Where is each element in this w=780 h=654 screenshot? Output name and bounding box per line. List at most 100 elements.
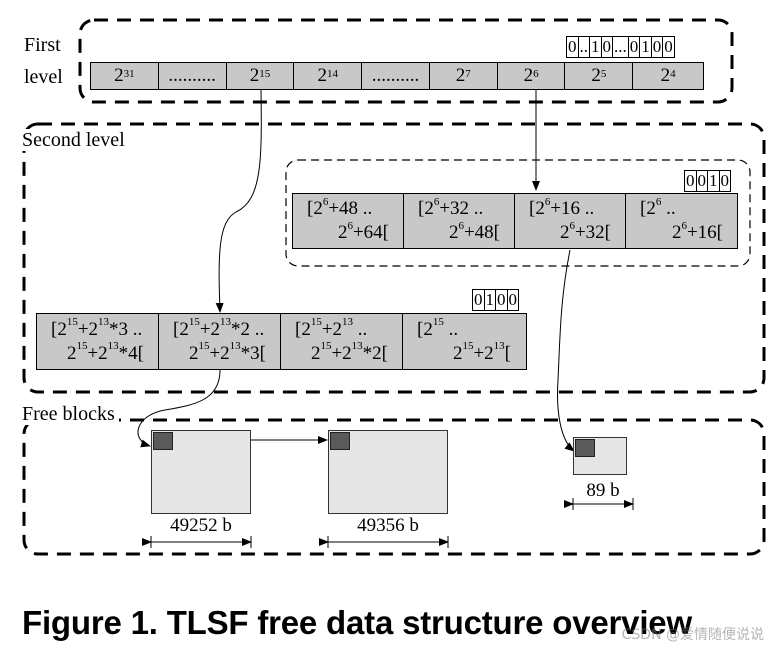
watermark: CSDN @爱情随便说说	[621, 627, 764, 643]
cell-base: 2	[114, 65, 124, 86]
cell-text: 2	[66, 342, 77, 364]
second-level-a-bitmap-bit: 1	[708, 170, 720, 192]
cell-text: +64[	[352, 222, 389, 243]
cell-line-1: [26 ..	[626, 195, 676, 221]
second-level-region	[22, 122, 766, 394]
cell-exponent: 13	[98, 316, 110, 329]
cell-text: +2	[473, 342, 494, 364]
first-level-label-line2: level	[24, 66, 63, 88]
free-block-1	[151, 430, 251, 514]
cell-exponent: 15	[310, 316, 322, 329]
cell-exponent: 13	[351, 340, 363, 353]
cell-line-2: 26+48[	[448, 219, 514, 245]
cell-text: ..	[661, 198, 676, 219]
free-blocks-label: Free blocks	[22, 403, 119, 425]
cell-line-1: [215+213*2 ..	[159, 316, 264, 342]
cell-text: [2	[417, 318, 433, 340]
second-level-a-cell: [26+48 ..26+64[	[293, 194, 404, 248]
second-level-a-bitmap-bit: 0	[719, 170, 731, 192]
cell-text: [2	[640, 198, 656, 219]
block-header	[575, 439, 595, 457]
cell-text: +16 ..	[550, 198, 595, 219]
cell-line-1: [26+16 ..	[515, 195, 595, 221]
free-block-2	[328, 430, 448, 514]
cell-line-2: 26+64[	[337, 219, 403, 245]
second-level-a-bitmap-bit: 0	[684, 170, 697, 192]
free-block-2-size: 49356 b	[357, 515, 419, 536]
first-level-bitmap-bit: 0	[663, 36, 675, 58]
cell-text: [2	[51, 318, 67, 340]
arrow-sl15-to-block1	[137, 369, 221, 448]
second-level-label: Second level	[22, 129, 129, 151]
cell-text: ..........	[168, 65, 216, 86]
second-level-b-bitmap-bit: 0	[507, 289, 519, 311]
cell-text: [	[504, 342, 511, 364]
cell-line-2: 26+16[	[671, 220, 737, 245]
cell-text: ..	[443, 318, 459, 340]
second-level-subregion	[285, 159, 751, 267]
cell-text: +2	[331, 342, 352, 364]
first-level-label-line1: First	[24, 34, 61, 56]
cell-text: +2	[199, 318, 221, 340]
cell-exponent: 6	[433, 195, 440, 208]
first-level-cell: ..........	[159, 63, 227, 89]
cell-text: 2	[671, 222, 682, 243]
cell-line-2: 215+213*3[	[189, 341, 280, 366]
cell-exponent: 6	[569, 219, 575, 232]
arrow-sl6-to-block3	[557, 249, 575, 452]
cell-line-2: 26+32[	[560, 219, 625, 245]
second-level-b-bitmap-bit: 1	[484, 289, 496, 311]
cell-exponent: 6	[347, 219, 353, 232]
first-level-cell: ..........	[362, 63, 430, 89]
cell-text: +2	[87, 342, 108, 364]
cell-line-1: [215+213*3 ..	[37, 316, 143, 342]
cell-text: *3[	[240, 342, 266, 364]
second-level-b-cell: [215 ..2 15 +213[	[403, 314, 525, 369]
cell-exponent: 13	[107, 340, 119, 353]
cell-text: 2	[448, 222, 459, 243]
second-level-a-cell: [26 ..26+16[	[626, 194, 737, 248]
first-level-bitmap-bit: 0	[628, 36, 641, 58]
cell-exponent: 6	[322, 195, 329, 208]
cell-text: +2	[209, 342, 230, 364]
cell-text: ..	[353, 318, 368, 340]
cell-exponent: 15	[188, 316, 200, 329]
cell-text: 2	[337, 222, 348, 243]
second-level-a-cell: [26+16 ..26+32[	[515, 194, 626, 248]
cell-text: +32[	[574, 222, 611, 243]
first-level-bitmap-bit: ..	[578, 36, 590, 58]
first-level-bitmap-bit: 0	[601, 36, 613, 58]
cell-exponent: 6	[544, 195, 551, 208]
figure-caption: Figure 1. TLSF free data structure overv…	[22, 604, 692, 641]
cell-line-1: [26+48 ..	[293, 195, 372, 221]
cell-text: *2[	[362, 342, 388, 364]
cell-line-2: 215+213*4[	[66, 340, 158, 366]
free-block-3-size: 89 b	[586, 480, 620, 501]
cell-text: 2	[452, 342, 463, 364]
cell-exponent: 15	[66, 316, 78, 329]
first-level-bitmap-bit: 1	[640, 36, 652, 58]
cell-exponent: 13	[493, 340, 505, 353]
cell-exponent: 6	[655, 195, 662, 208]
cell-text: [2	[307, 198, 323, 219]
cell-exponent: 6	[458, 219, 464, 232]
cell-line-1: [215 ..	[403, 316, 459, 342]
cell-base: 2	[660, 65, 671, 86]
first-level-bitmap-bit: 0	[566, 36, 579, 58]
cell-text: [2	[529, 198, 545, 219]
cell-exponent: 15	[432, 316, 444, 329]
cell-text: *3 ..	[109, 318, 143, 340]
cell-base: 2	[591, 65, 601, 86]
first-level-bitmap-bit: 0	[651, 36, 664, 58]
arrow-fl15-to-sl	[215, 89, 262, 313]
